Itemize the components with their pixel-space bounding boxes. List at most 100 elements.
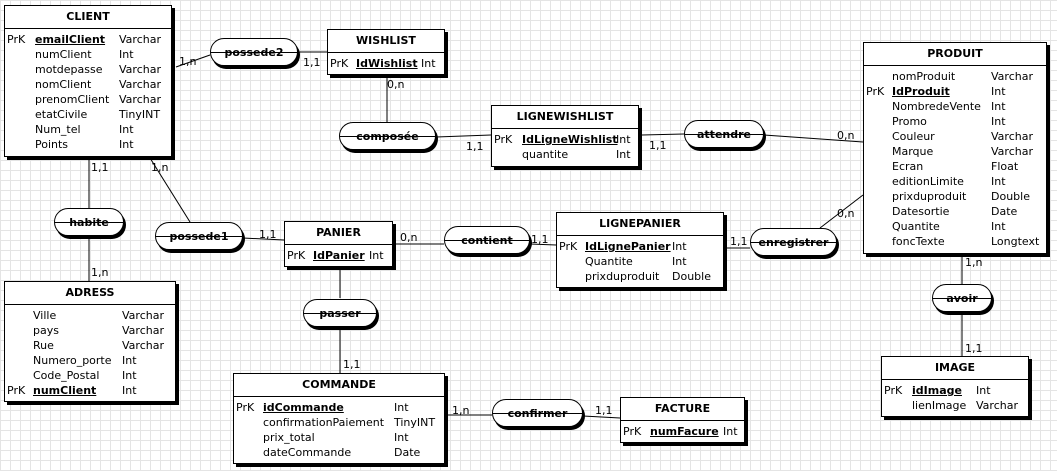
attribute-type: Varchar	[119, 93, 161, 106]
cardinality: 1,n	[179, 55, 197, 68]
attribute-type: Float	[991, 160, 1019, 173]
relation-label: passer	[319, 307, 361, 320]
cardinality: 1,1	[466, 140, 484, 153]
attribute-type: Int	[976, 384, 991, 397]
relation-habite[interactable]: habite	[54, 208, 124, 236]
cardinality: 0,n	[837, 207, 855, 220]
attribute-name: foncTexte	[892, 235, 945, 248]
attribute-name: confirmationPaiement	[263, 416, 385, 429]
cardinality: 1,1	[259, 228, 277, 241]
cardinality: 0,n	[400, 231, 418, 244]
relation-avoir[interactable]: avoir	[932, 284, 992, 312]
attribute-row: lienImage Varchar	[882, 398, 1028, 413]
entity-title: LIGNEWISHLIST	[492, 106, 638, 129]
attribute-type: Date	[394, 446, 421, 459]
relation-possede1[interactable]: possede1	[155, 222, 243, 250]
cardinality: 1,n	[452, 404, 470, 417]
attribute-type: Varchar	[122, 339, 164, 352]
cardinality: 1,1	[343, 358, 361, 371]
entity-title: LIGNEPANIER	[557, 213, 723, 236]
relation-confirmer[interactable]: confirmer	[492, 399, 583, 427]
attribute-type: Varchar	[122, 324, 164, 337]
relation-label: composée	[356, 130, 419, 143]
relation-enregistrer[interactable]: enregistrer	[750, 228, 837, 256]
attribute-type: Varchar	[991, 145, 1033, 158]
attribute-type: Int	[991, 175, 1006, 188]
relation-composee[interactable]: composée	[339, 122, 436, 150]
attribute-name: Couleur	[892, 130, 935, 143]
attribute-name: NombredeVente	[892, 100, 981, 113]
relation-label: possede1	[169, 230, 229, 243]
entity-title: COMMANDE	[234, 374, 444, 397]
key-marker: PrK	[7, 384, 26, 397]
attribute-type: Varchar	[976, 399, 1018, 412]
relation-passer[interactable]: passer	[303, 299, 377, 327]
attribute-name: Datesortie	[892, 205, 950, 218]
link-client-possede1	[149, 157, 191, 223]
entity-title: CLIENT	[5, 6, 171, 29]
attribute-name: quantite	[522, 148, 569, 161]
key-marker: PrK	[866, 85, 885, 98]
attribute-type: Double	[672, 270, 711, 283]
attribute-name: Promo	[892, 115, 927, 128]
attribute-row: Marque Varchar	[864, 144, 1046, 159]
attribute-name: lienImage	[912, 399, 967, 412]
attribute-name: nomClient	[35, 78, 92, 91]
attribute-type: Varchar	[119, 63, 161, 76]
attribute-type: Int	[991, 220, 1006, 233]
link-enregistrer-produit	[819, 194, 864, 229]
attribute-name: prix_total	[263, 431, 315, 444]
attribute-name: IdPanier	[313, 249, 365, 262]
attribute-name: IdWishlist	[356, 57, 418, 70]
cardinality: 1,n	[91, 266, 109, 279]
relation-contient[interactable]: contient	[444, 226, 530, 254]
entity-title: ADRESS	[5, 282, 175, 305]
attribute-type: Int	[672, 240, 687, 253]
attribute-type: Date	[991, 205, 1018, 218]
relation-possede2[interactable]: possede2	[210, 38, 298, 66]
attribute-name: idImage	[912, 384, 962, 397]
relation-label: avoir	[946, 292, 978, 305]
attribute-name: Marque	[892, 145, 934, 158]
relation-label: contient	[461, 234, 513, 247]
cardinality: 1,1	[730, 235, 748, 248]
attribute-type: Int	[119, 138, 134, 151]
cardinality: 1,n	[151, 161, 169, 174]
cardinality: 1,1	[91, 161, 109, 174]
entity-title: FACTURE	[621, 398, 744, 421]
attribute-name: Code_Postal	[33, 369, 100, 382]
entity-title: PANIER	[285, 222, 392, 245]
cardinality: 1,1	[595, 404, 613, 417]
relation-attendre[interactable]: attendre	[684, 120, 764, 148]
link-confirmer-facture	[582, 415, 621, 419]
